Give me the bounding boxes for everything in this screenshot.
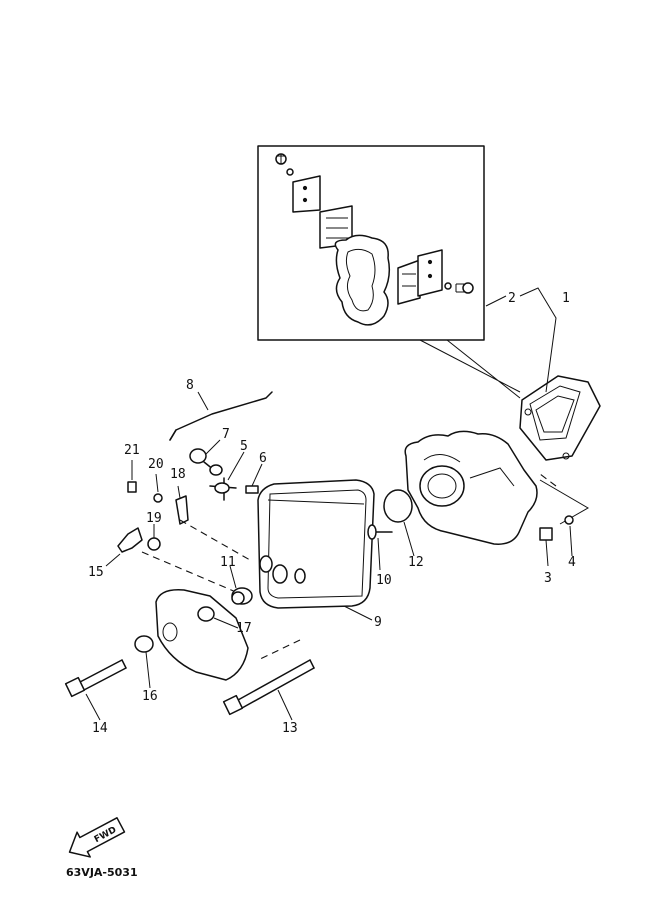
part-label-16: 16 [142, 689, 158, 704]
part-number-labels: 1 2 3 4 5 6 7 8 9 10 11 12 13 14 15 16 1… [88, 291, 576, 736]
part-label-9: 9 [374, 615, 382, 630]
reed-valve-inset [257, 145, 521, 399]
reed-valve-assembly [485, 287, 601, 461]
crankcase-intake [404, 430, 589, 545]
part-label-7: 7 [222, 427, 230, 442]
part-label-11: 11 [220, 555, 236, 570]
part-label-18: 18 [170, 467, 186, 482]
linkage-parts [117, 391, 273, 599]
part-label-4: 4 [568, 555, 576, 570]
part-label-14: 14 [92, 721, 108, 736]
part-label-1: 1 [562, 291, 570, 306]
part-label-3: 3 [544, 571, 552, 586]
part-label-21: 21 [124, 443, 140, 458]
part-label-8: 8 [186, 378, 194, 393]
lower-parts [64, 587, 315, 716]
part-label-17: 17 [236, 621, 252, 636]
part-label-15: 15 [88, 565, 104, 580]
diagram-code: 63VJA-5031 [66, 866, 138, 879]
silencer-box [257, 479, 413, 609]
part-label-6: 6 [259, 451, 267, 466]
part-label-13: 13 [282, 721, 298, 736]
part-label-19: 19 [146, 511, 162, 526]
part-label-10: 10 [376, 573, 392, 588]
part-label-20: 20 [148, 457, 164, 472]
part-label-12: 12 [408, 555, 424, 570]
forward-arrow: FWD [68, 817, 126, 858]
part-label-2: 2 [508, 291, 516, 306]
leader-lines [85, 391, 574, 721]
part-label-5: 5 [240, 439, 248, 454]
